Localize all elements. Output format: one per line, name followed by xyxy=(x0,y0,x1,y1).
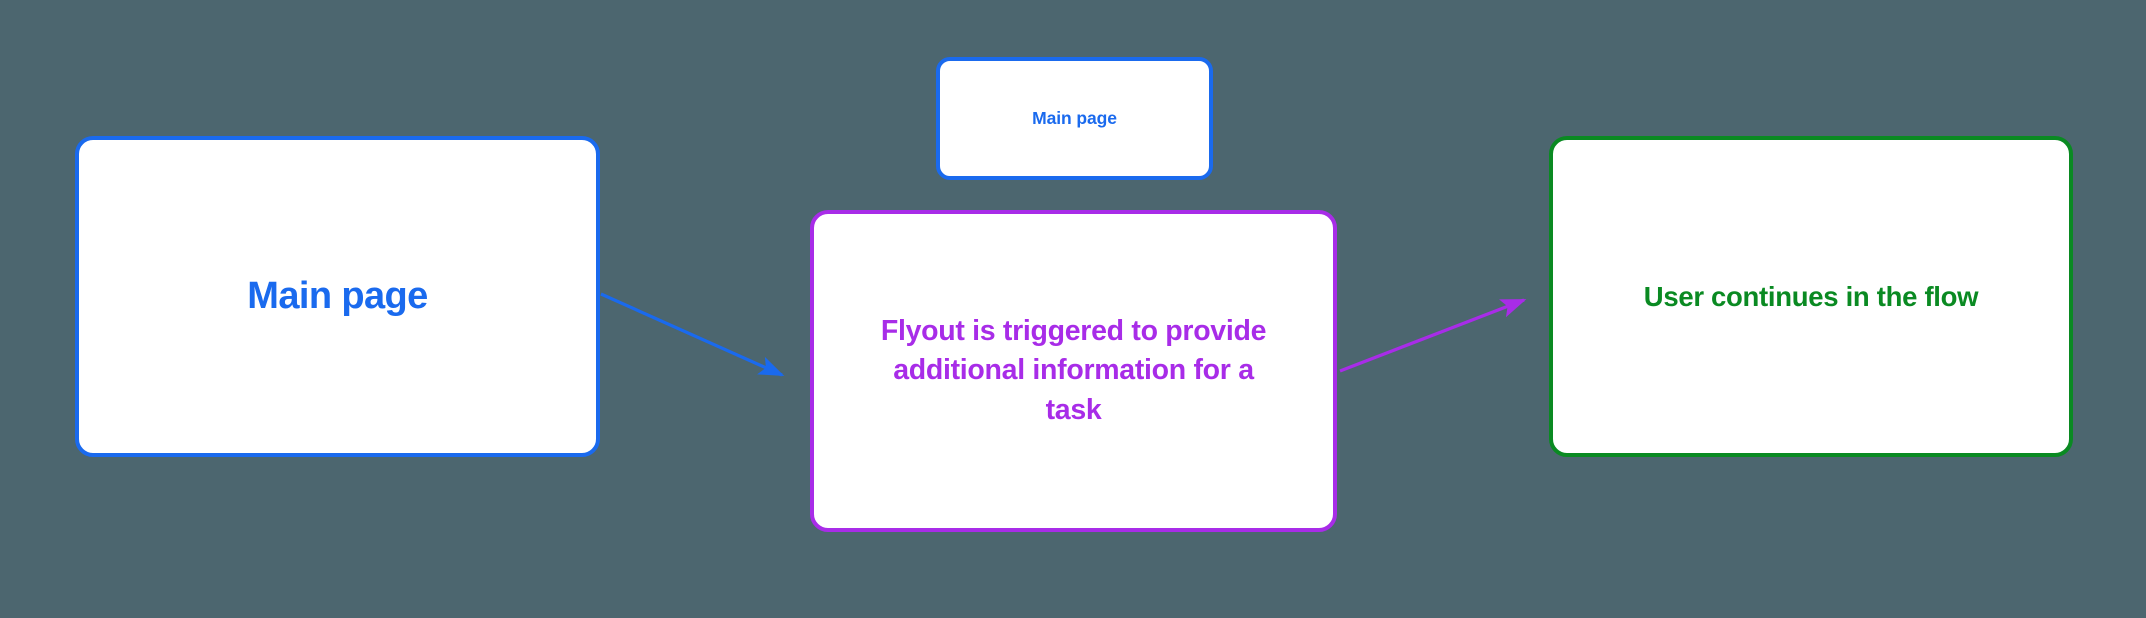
node-main-page-chip-label: Main page xyxy=(1032,108,1117,129)
node-user-continues-in-the-flow-label: User continues in the flow xyxy=(1643,280,1979,312)
node-main-page-chip[interactable]: Main page xyxy=(936,57,1213,180)
edge-main-page-to-flyout xyxy=(600,292,785,377)
node-main-page[interactable]: Main page xyxy=(75,136,600,457)
node-flyout-label: Flyout is triggered to provide additiona… xyxy=(880,315,1267,426)
node-user-continues-in-the-flow[interactable]: User continues in the flow xyxy=(1549,136,2073,457)
node-flyout[interactable]: Flyout is triggered to provide additiona… xyxy=(810,210,1337,532)
node-main-page-label: Main page xyxy=(247,274,428,317)
edge-flyout-to-user-flow xyxy=(1339,298,1527,373)
